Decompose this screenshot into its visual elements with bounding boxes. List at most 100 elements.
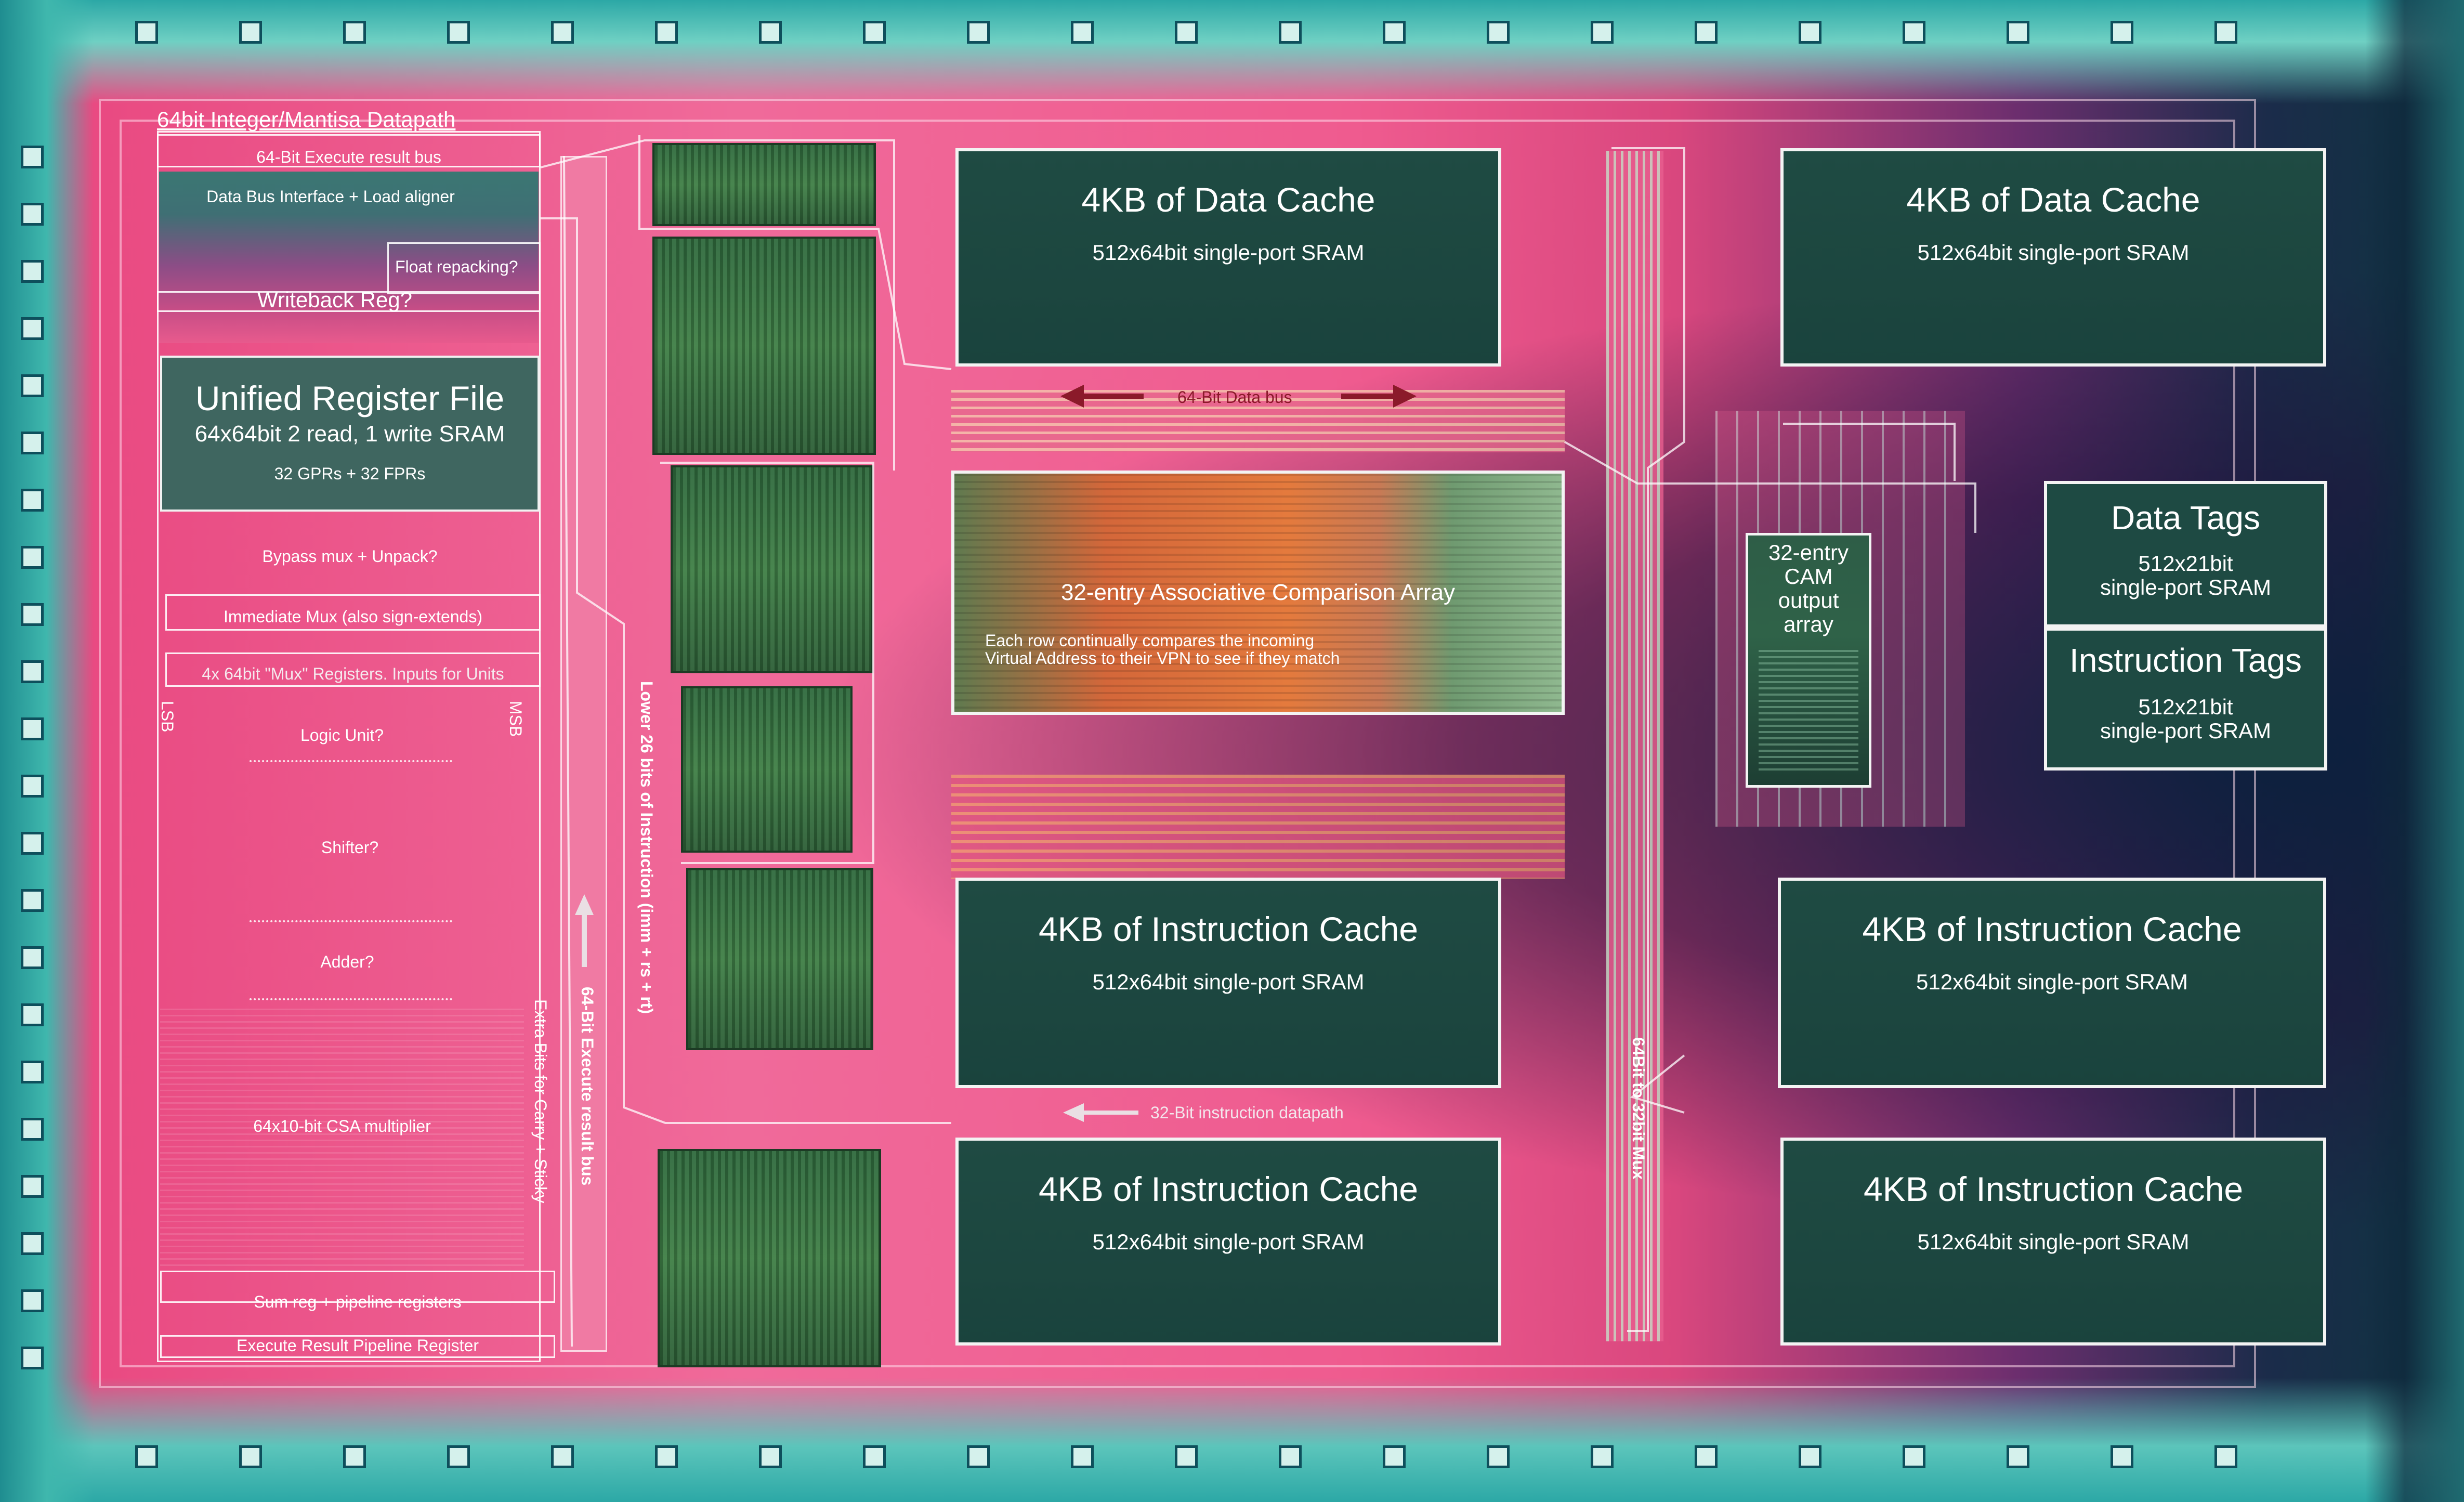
data-cache-2: 4KB of Data Cache 512x64bit single-port … xyxy=(1780,148,2326,367)
data-cache-1-detail: 512x64bit single-port SRAM xyxy=(1092,240,1365,265)
multiplier-label: 64x10-bit CSA multiplier xyxy=(253,1117,431,1135)
die-edge-top xyxy=(0,0,2464,104)
adder-label: Adder? xyxy=(320,952,374,971)
bond-pad xyxy=(1279,21,1302,44)
sum-reg-label: Sum reg + pipeline registers xyxy=(254,1292,462,1311)
die-edge-bottom xyxy=(0,1378,2464,1502)
bond-pad xyxy=(1383,1445,1406,1468)
bond-pad xyxy=(239,21,262,44)
instruction-cache-3-title: 4KB of Instruction Cache xyxy=(1038,1170,1419,1208)
logic-block-3 xyxy=(671,465,873,673)
instruction-cache-4-title: 4KB of Instruction Cache xyxy=(1863,1170,2244,1208)
logic-block-2 xyxy=(652,237,876,455)
bond-pad xyxy=(1279,1445,1302,1468)
bond-pad xyxy=(135,21,158,44)
bond-pad xyxy=(1591,1445,1614,1468)
bond-pad xyxy=(21,203,44,226)
shifter-divider xyxy=(250,920,452,922)
data-bus-interface-area xyxy=(159,172,539,343)
logic-block-4 xyxy=(681,686,853,853)
wiring-strip-top xyxy=(951,390,1565,452)
cam-array-texture xyxy=(1759,650,1858,775)
bond-pad xyxy=(2214,21,2237,44)
bond-pad xyxy=(1799,1445,1821,1468)
bond-pad xyxy=(655,1445,678,1468)
instruction-cache-1-detail: 512x64bit single-port SRAM xyxy=(1092,970,1365,994)
mux-stripe-column xyxy=(1606,151,1663,1341)
instruction-cache-2: 4KB of Instruction Cache 512x64bit singl… xyxy=(1778,878,2326,1088)
bond-pad xyxy=(1175,1445,1198,1468)
float-repacking-box xyxy=(387,242,541,294)
associative-array-note-1: Each row continually compares the incomi… xyxy=(985,631,1315,650)
cam-label-line-4: array xyxy=(1784,612,1833,636)
bond-pad xyxy=(447,1445,470,1468)
bond-pad xyxy=(21,1175,44,1198)
mux-registers-box xyxy=(165,652,541,687)
bond-pad xyxy=(1903,1445,1925,1468)
cam-label-line-2: CAM xyxy=(1784,564,1833,589)
instruction-datapath-arrow xyxy=(1063,1103,1138,1122)
instruction-tags-line-1: 512x21bit xyxy=(2138,695,2233,719)
bond-pad xyxy=(551,21,574,44)
bond-pad xyxy=(1591,21,1614,44)
bond-pad xyxy=(343,1445,366,1468)
execute-bus-box xyxy=(157,134,541,167)
bond-pad xyxy=(21,603,44,626)
bond-pad xyxy=(21,1289,44,1312)
bond-pad xyxy=(135,1445,158,1468)
data-cache-1-title: 4KB of Data Cache xyxy=(1081,180,1375,219)
instruction-tags-line-2: single-port SRAM xyxy=(2100,719,2272,743)
data-tags: Data Tags 512x21bit single-port SRAM xyxy=(2044,481,2327,628)
bypass-mux-label: Bypass mux + Unpack? xyxy=(262,547,438,566)
register-file-title: Unified Register File xyxy=(195,379,505,417)
writeback-reg-label: Writeback Reg? xyxy=(257,288,413,312)
wire-mux-output xyxy=(1630,1054,1685,1114)
instruction-cache-3: 4KB of Instruction Cache 512x64bit singl… xyxy=(955,1138,1501,1346)
data-bus-label: 64-Bit Data bus xyxy=(1177,388,1292,407)
bond-pad xyxy=(21,489,44,512)
bond-pad xyxy=(1695,1445,1718,1468)
register-file-sub: 32 GPRs + 32 FPRs xyxy=(274,464,426,483)
bond-pad xyxy=(21,432,44,454)
logic-block-6 xyxy=(658,1149,881,1367)
bond-pad xyxy=(2214,1445,2237,1468)
logic-unit-divider xyxy=(250,760,452,762)
cam-label-line-1: 32-entry xyxy=(1768,540,1849,565)
wire-to-tags xyxy=(1783,423,1956,481)
bond-pad xyxy=(1071,1445,1094,1468)
bond-pad xyxy=(21,1061,44,1083)
bond-pad xyxy=(21,1232,44,1255)
adder-divider xyxy=(250,998,452,1000)
instruction-cache-1-title: 4KB of Instruction Cache xyxy=(1038,910,1419,948)
data-cache-2-detail: 512x64bit single-port SRAM xyxy=(1917,240,2190,265)
bond-pad xyxy=(21,946,44,969)
multiplier-area xyxy=(160,1009,524,1269)
bond-pad xyxy=(1799,21,1821,44)
wire-logic-mid xyxy=(660,462,874,864)
instruction-tags: Instruction Tags 512x21bit single-port S… xyxy=(2044,628,2327,770)
bond-pad xyxy=(239,1445,262,1468)
data-tags-line-2: single-port SRAM xyxy=(2100,575,2272,599)
mux-registers-label: 4x 64bit "Mux" Registers. Inputs for Uni… xyxy=(202,664,504,683)
cam-output-array xyxy=(1746,533,1871,788)
data-tags-line-1: 512x21bit xyxy=(2138,551,2233,576)
associative-array-texture xyxy=(954,474,1562,712)
data-bus-arrows xyxy=(1060,385,1417,408)
wire-logic-top xyxy=(638,135,952,370)
bond-pad xyxy=(21,660,44,683)
wire-to-cam xyxy=(1564,441,1976,533)
instruction-tags-title: Instruction Tags xyxy=(2069,642,2302,679)
execute-bus-up-arrow xyxy=(575,894,594,967)
bond-pad xyxy=(21,1347,44,1369)
associative-array-title: 32-entry Associative Comparison Array xyxy=(1060,580,1456,605)
bond-pad xyxy=(21,889,44,912)
bond-pad xyxy=(21,260,44,283)
bond-pad xyxy=(967,1445,990,1468)
bond-pad xyxy=(21,832,44,855)
bond-pad xyxy=(1695,21,1718,44)
bond-pad xyxy=(21,717,44,740)
float-repacking-label: Float repacking? xyxy=(395,257,518,276)
logic-block-1 xyxy=(652,143,876,226)
bond-pad xyxy=(1175,21,1198,44)
